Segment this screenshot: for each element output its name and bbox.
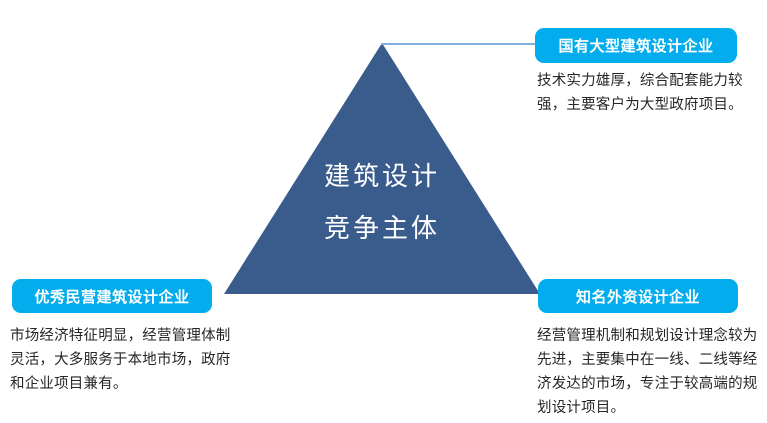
description-private: 市场经济特征明显，经营管理体制灵活，大多服务于本地市场，政府和企业项目兼有。 xyxy=(10,328,231,392)
description-foreign: 经营管理机制和规划设计理念较为先进，主要集中在一线、二线等经济发达的市场，专注于… xyxy=(537,328,758,416)
badge-private[interactable]: 优秀民营建筑设计企业 xyxy=(12,279,212,313)
connector-line-top-right xyxy=(381,43,537,45)
description-state-owned: 技术实力雄厚，综合配套能力较强，主要客户为大型政府项目。 xyxy=(537,73,743,113)
badge-state-owned[interactable]: 国有大型建筑设计企业 xyxy=(535,28,737,63)
center-triangle-shape xyxy=(224,43,540,294)
badge-foreign[interactable]: 知名外资设计企业 xyxy=(538,279,738,313)
